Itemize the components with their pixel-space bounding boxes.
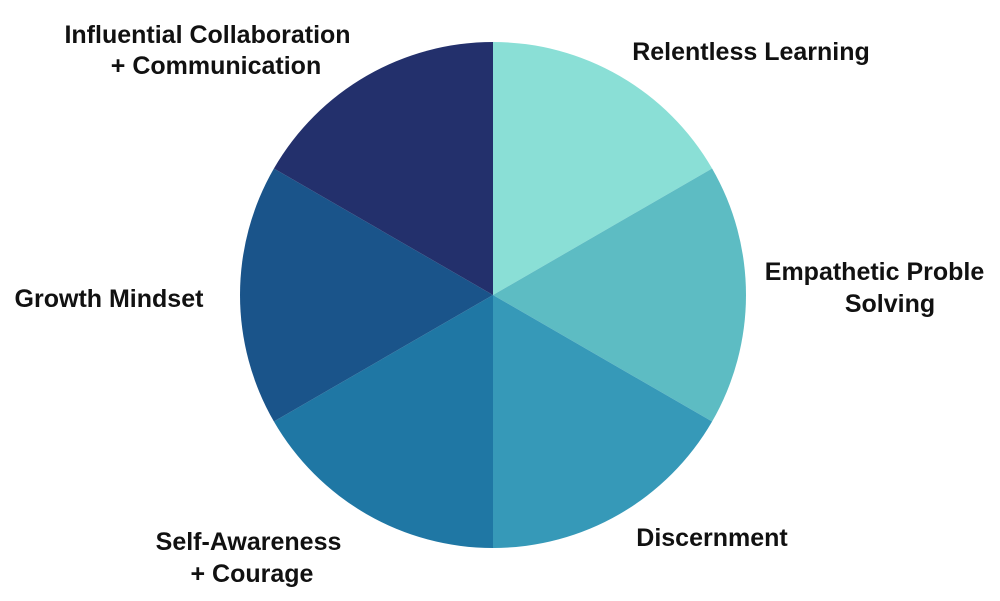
pie-slice-relentless-learning [493, 42, 713, 295]
slice-label-self-awareness-courage: Self-Awareness + Courage [156, 528, 349, 588]
slice-label-influential-collaboration: Influential Collaboration + Communicatio… [64, 21, 357, 80]
pie-slice-influential-collaboration-communication [273, 42, 493, 295]
pie-slice-growth-mindset [240, 168, 493, 422]
slice-label-empathetic-problem-solving: Empathetic Proble Solving [765, 258, 991, 318]
slice-label-relentless-learning: Relentless Learning [632, 38, 870, 66]
pie-slices [240, 42, 746, 548]
pie-slice-self-awareness-courage [273, 295, 493, 548]
slice-label-discernment: Discernment [636, 524, 788, 552]
pie-slice-discernment [493, 295, 713, 548]
slice-label-growth-mindset: Growth Mindset [15, 285, 205, 313]
pie-slice-empathetic-proble-solving [493, 168, 746, 422]
